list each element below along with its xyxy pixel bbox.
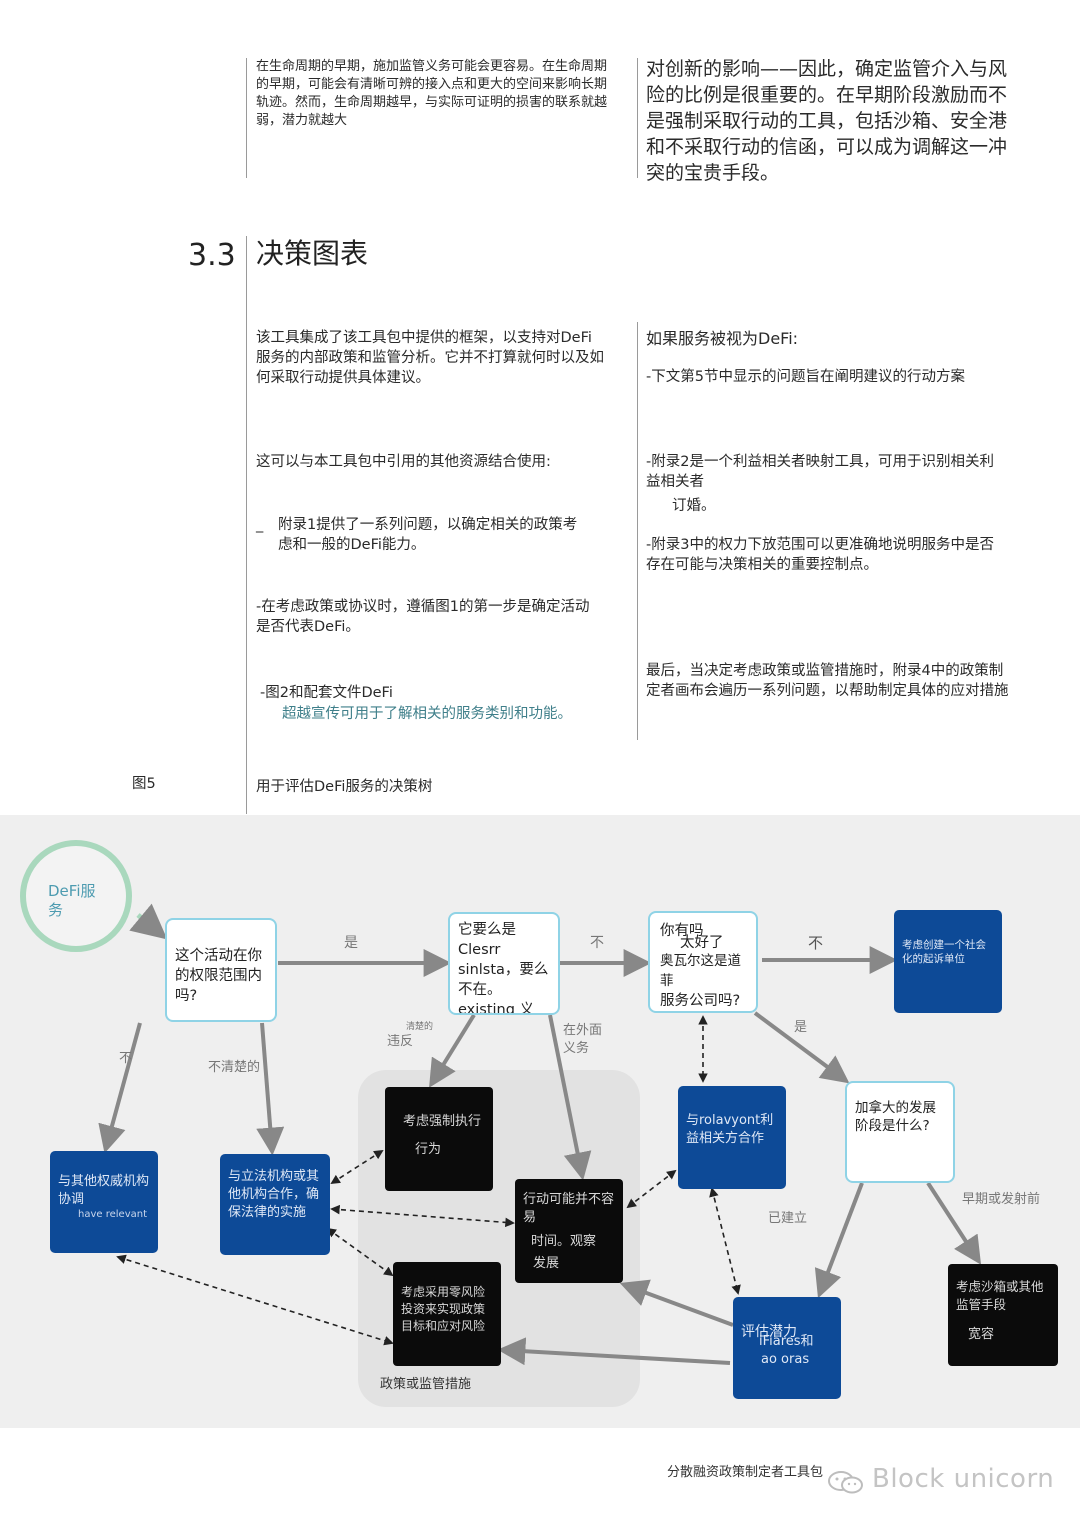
left-paragraph-2: 这可以与本工具包中引用的其他资源结合使用: (256, 454, 551, 470)
node-assess-potential: 评估潜力 iFiares和 ao oras (733, 1297, 841, 1399)
left-bullet-3a: -图2和配套文件DeFi (260, 685, 393, 701)
node-action-time: 行动可能并不容易 时间。观察 发展 (515, 1179, 623, 1283)
edge-q4-assess (814, 1182, 864, 1299)
start-circle: DeFi服务 (20, 840, 132, 952)
action-line-3: 发展 (533, 1256, 560, 1271)
label-no-1: 不 (590, 935, 604, 951)
edge-q2-enforce (429, 1013, 476, 1088)
watermark-text: Block unicorn (872, 1464, 1055, 1494)
question-is-defi: 你有吗 太好了 奥瓦尔这是道菲 服务公司吗? (648, 911, 758, 1013)
node-legislature: 与立法机构或其他机构合作，确保法律的实施 (220, 1154, 330, 1255)
right-paragraph-4: -附录3中的权力下放范围可以更准确地说明服务中是否存在可能与决策相关的重要控制点… (646, 537, 994, 573)
assess-line-1: 评估潜力 (741, 1324, 797, 1340)
edge-legislature-zerorisk-dash (326, 1227, 394, 1277)
start-label: DeFi服务 (48, 882, 96, 919)
diagram-edges (98, 903, 982, 1366)
action-line-1: 行动可能并不容易 (523, 1192, 615, 1225)
action-line-2: 时间。观察 (531, 1234, 597, 1249)
q3-line-4: 服务公司吗? (660, 993, 741, 1009)
question-stage: 加拿大的发展阶段是什么? (845, 1081, 955, 1183)
node-enforcement: 考虑强制执行 行为 (385, 1087, 493, 1191)
label-established: 已建立 (768, 1211, 808, 1226)
label-outside-a: 在外面 (563, 1023, 603, 1038)
divider-right-col (637, 322, 638, 740)
label-early: 早期或发射前 (962, 1192, 1041, 1207)
node-social-unit: 考虑创建一个社会化的起诉单位 (894, 910, 1002, 1013)
enforcement-line-2: 行为 (415, 1142, 442, 1157)
edge-assess-zerorisk (497, 1337, 731, 1366)
sandbox-line-1: 考虑沙箱或其他监管手段 (956, 1279, 1044, 1312)
question-jurisdiction: 这个活动在你的权限范围内吗? (165, 918, 277, 1022)
label-clear-small: 清楚的 (406, 1022, 434, 1032)
left-bullet-1-dash: _ (256, 517, 264, 533)
enforcement-line-1: 考虑强制执行 (403, 1114, 482, 1129)
q3-line-1: 你有吗 (660, 923, 704, 939)
edge-stakeholder-assess-dash (709, 1187, 741, 1295)
edge-q3-q4 (753, 1011, 850, 1084)
top-right-text: 对创新的影响——因此，确定监管介入与风险的比例是很重要的。在早期阶段激励而不是强… (646, 58, 1008, 184)
edge-assess-action (619, 1279, 734, 1327)
top-left-text: 在生命周期的早期，施加监管义务可能会更容易。在生命周期的早期，可能会有清晰可辨的… (256, 59, 608, 128)
footer-toolkit: 分散融资政策制定者工具包 (667, 1465, 824, 1480)
divider-main (246, 236, 247, 814)
label-yes-1: 是 (344, 935, 358, 951)
right-paragraph-3b: 订婚。 (672, 498, 716, 514)
figure-label: 图5 (132, 776, 156, 792)
assess-line-2: iFiares和 (759, 1334, 814, 1349)
label-no-left: 不 (119, 1051, 133, 1066)
divider-top-right (637, 58, 638, 178)
right-paragraph-3: -附录2是一个利益相关者映射工具，可用于识别相关利益相关者 (646, 454, 994, 490)
panel-label: 政策或监管措施 (380, 1377, 472, 1392)
q3-line-3: 奥瓦尔这是道菲 (660, 953, 741, 989)
right-paragraph-2: -下文第5节中显示的问题旨在阐明建议的行动方案 (646, 369, 965, 385)
edge-legislature-action-dash (330, 1204, 515, 1228)
label-violation: 违反 (387, 1034, 414, 1049)
node-stakeholder: 与rolavyont利益相关方合作 (678, 1086, 786, 1189)
edge-start-q1 (129, 903, 168, 940)
edge-q1-legislature (256, 1022, 285, 1156)
other-authority-label: 与其他权威机构协调 (58, 1174, 150, 1207)
node-zero-risk: 考虑采用零风险投资来实现政策目标和应对风险 (393, 1262, 501, 1366)
divider-top-left (246, 58, 247, 178)
assess-line-3: ao oras (761, 1352, 810, 1367)
edge-q1-otherauth (98, 1022, 142, 1154)
wechat-icon (826, 1468, 866, 1496)
sandbox-line-2: 宽容 (968, 1327, 995, 1342)
left-bullet-1: 附录1提供了一系列问题，以确定相关的政策考虑和一般的DeFi能力。 (278, 517, 578, 553)
label-outside-b: 义务 (563, 1041, 590, 1056)
edge-stakeholder-action-dash (626, 1169, 677, 1209)
left-paragraph-1: 该工具集成了该工具包中提供的框架，以支持对DeFi服务的内部政策和监管分析。它并… (256, 330, 604, 386)
edge-legislature-enforce-dash (330, 1149, 384, 1185)
node-other-authority: 与其他权威机构协调 have relevant (50, 1151, 158, 1253)
figure-caption: 用于评估DeFi服务的决策树 (256, 779, 433, 795)
question-obligation: 它要么是Clesrr sinlsta，要么不在。existing 义务? (448, 912, 560, 1015)
edge-q2-action (548, 1014, 592, 1181)
label-unclear: 不清楚的 (208, 1060, 261, 1075)
left-bullet-3b: 超越宣传可用于了解相关的服务类别和功能。 (282, 706, 572, 722)
section-title: 决策图表 (256, 237, 369, 270)
label-yes-2: 是 (794, 1020, 808, 1035)
edge-q4-sandbox (926, 1181, 982, 1265)
q3-line-2: 太好了 (680, 935, 724, 951)
edge-otherauth-zerorisk-dash (116, 1254, 394, 1346)
section-number: 3.3 (188, 238, 236, 273)
left-bullet-2: -在考虑政策或协议时，遵循图1的第一步是确定活动是否代表DeFi。 (256, 599, 590, 635)
node-sandbox: 考虑沙箱或其他监管手段 宽容 (948, 1264, 1058, 1366)
right-paragraph-5: 最后，当决定考虑政策或监管措施时，附录4中的政策制定者画布会遍历一系列问题，以帮… (646, 663, 1009, 699)
label-no-2: 不 (808, 934, 824, 952)
decision-tree-diagram: DeFi服务 这个活动在你的权限范围内吗? 它要么是Clesrr sinlsta… (0, 815, 1080, 1428)
other-authority-sub: have relevant (78, 1209, 147, 1220)
right-paragraph-1: 如果服务被视为DeFi: (646, 329, 799, 348)
